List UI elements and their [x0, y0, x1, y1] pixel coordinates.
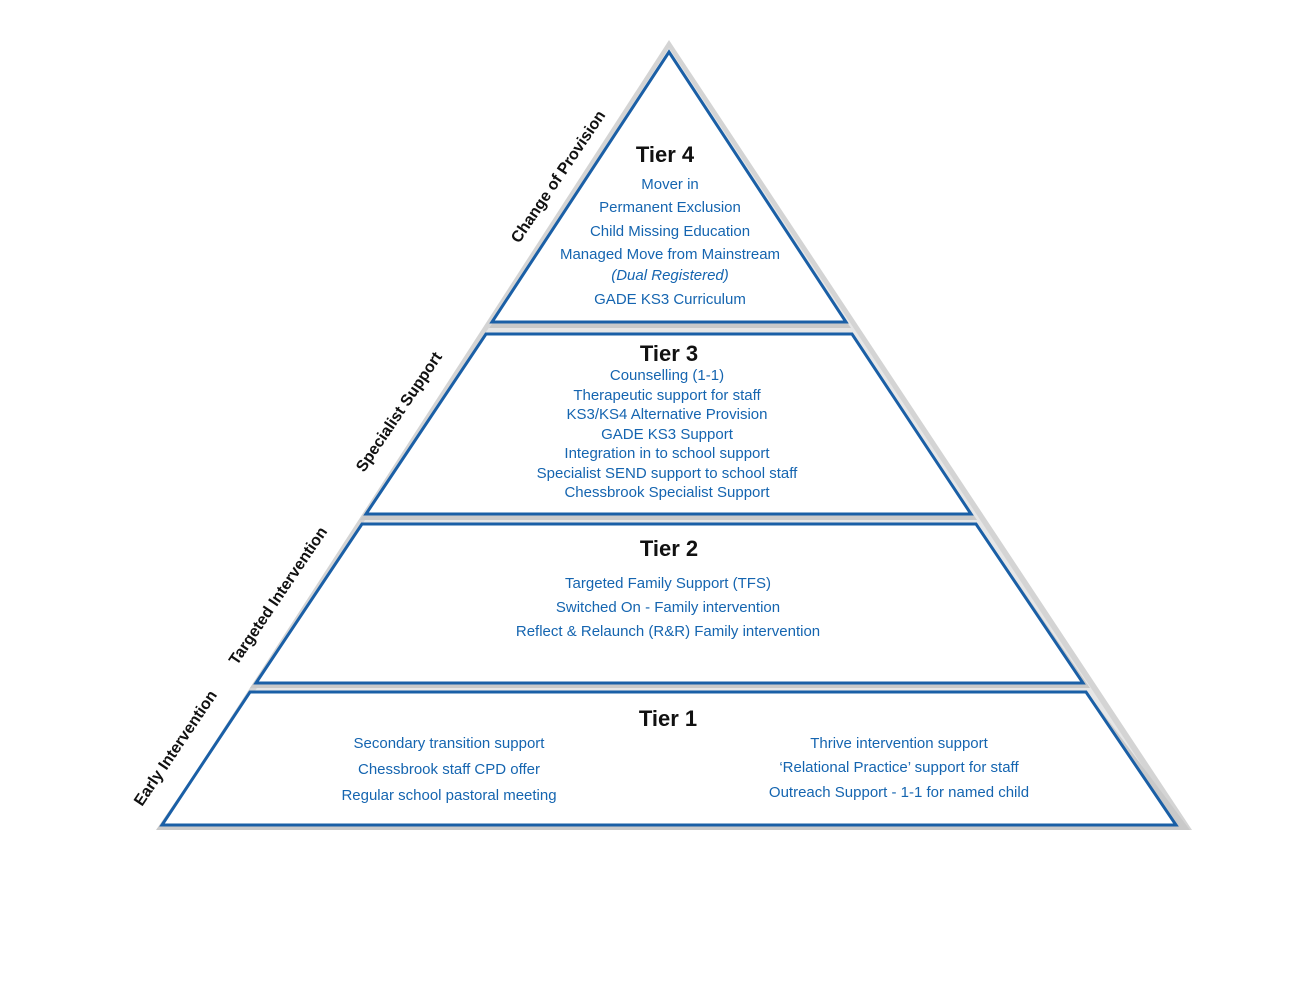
tier4-note: (Dual Registered) — [611, 267, 729, 284]
tier2-item: Targeted Family Support (TFS) — [565, 575, 771, 592]
tier1-band — [156, 690, 1190, 830]
tier4-title: Tier 4 — [636, 142, 695, 167]
tier3-item: Chessbrook Specialist Support — [564, 484, 770, 501]
tier3-item: Counselling (1-1) — [610, 367, 724, 384]
tier2-item: Switched On - Family intervention — [556, 599, 780, 616]
tier4-item: Child Missing Education — [590, 223, 750, 240]
tier2-band — [250, 522, 1090, 688]
tier2-item: Reflect & Relaunch (R&R) Family interven… — [516, 623, 820, 640]
tier3-item: Integration in to school support — [564, 445, 770, 462]
tier3-item: Therapeutic support for staff — [573, 387, 761, 404]
tier3-item: GADE KS3 Support — [601, 426, 734, 443]
tier3-title: Tier 3 — [640, 341, 698, 366]
tier2-content: Tier 2 Targeted Family Support (TFS) Swi… — [516, 536, 820, 640]
tier4-item: Mover in — [641, 176, 699, 193]
tier3-content: Tier 3 Counselling (1-1) Therapeutic sup… — [537, 341, 799, 501]
tier4-band — [489, 49, 851, 328]
tier1-title: Tier 1 — [639, 706, 697, 731]
tier3-band — [360, 332, 977, 520]
tier1-left-item: Regular school pastoral meeting — [341, 787, 556, 804]
tier4-item: Managed Move from Mainstream — [560, 246, 780, 263]
tier3-item: KS3/KS4 Alternative Provision — [567, 406, 768, 423]
tier4-item: GADE KS3 Curriculum — [594, 291, 746, 308]
tier2-title: Tier 2 — [640, 536, 698, 561]
tier1-left-item: Secondary transition support — [354, 735, 546, 752]
tier1-left-item: Chessbrook staff CPD offer — [358, 761, 540, 778]
tier1-right-item: ‘Relational Practice’ support for staff — [779, 759, 1019, 776]
tier1-right-item: Outreach Support - 1-1 for named child — [769, 784, 1029, 801]
tier4-item: Permanent Exclusion — [599, 199, 741, 216]
tier1-content: Tier 1 Secondary transition support Ches… — [341, 706, 1029, 804]
tier3-item: Specialist SEND support to school staff — [537, 465, 799, 482]
tier1-right-item: Thrive intervention support — [810, 735, 988, 752]
tier4-content: Tier 4 Mover in Permanent Exclusion Chil… — [560, 142, 780, 308]
